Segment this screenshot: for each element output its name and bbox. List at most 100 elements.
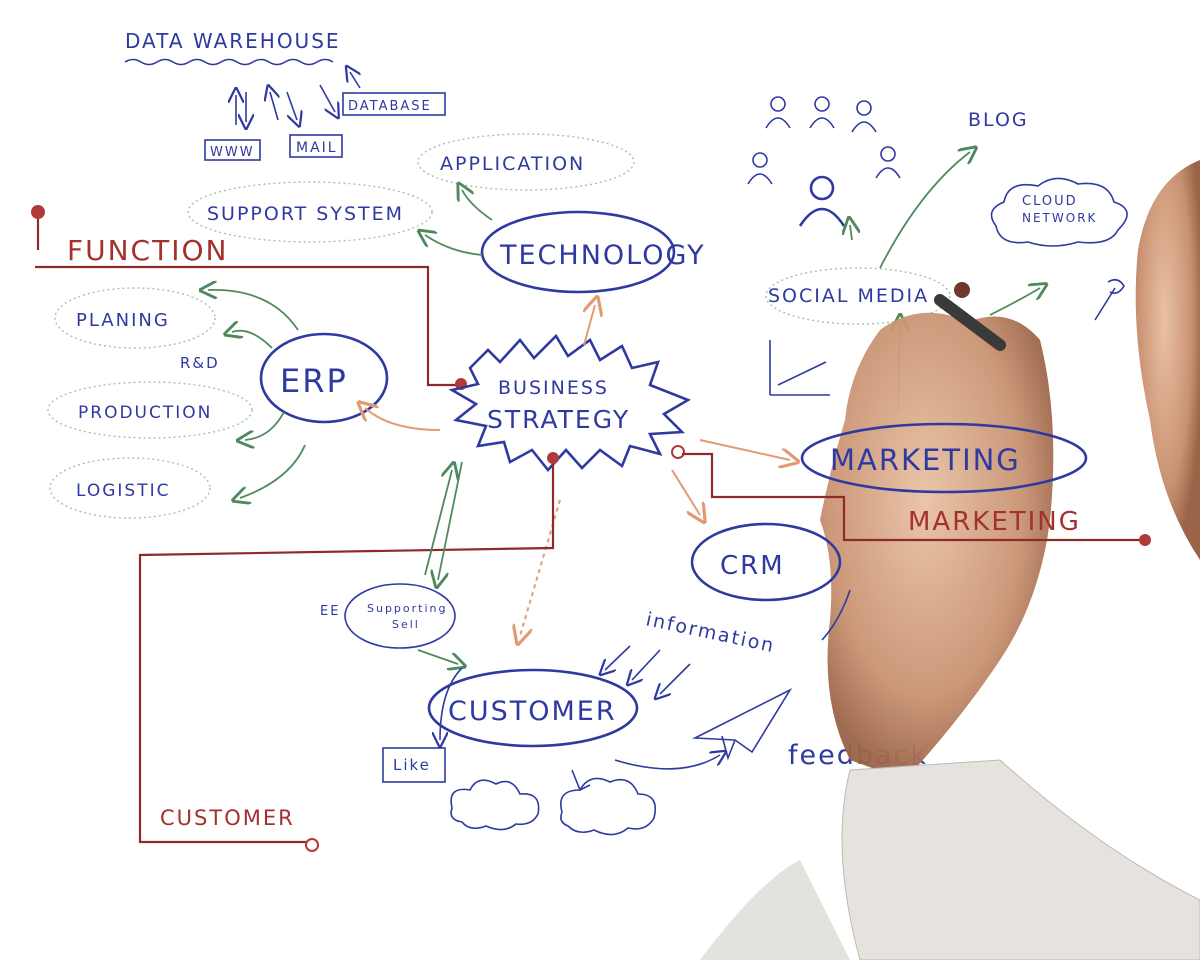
social-media-group: BLOG CLOUD NETWORK SOCIAL MEDIA: [747, 96, 1128, 413]
marketing-ellipse: [800, 422, 1088, 494]
support-system-label: SUPPORT SYSTEM: [207, 203, 404, 225]
support-system-bubble: [187, 181, 433, 243]
arrow-supporting-strategy: [424, 470, 452, 576]
social-media-label: SOCIAL MEDIA: [768, 285, 929, 307]
planing-label: PLANING: [76, 310, 170, 331]
application-label: APPLICATION: [440, 153, 585, 175]
planing-bubble: [54, 287, 216, 349]
people-icons: [747, 96, 901, 227]
info-arrow-2: [632, 649, 661, 680]
arrow-to-crm: [671, 469, 700, 515]
info-arrow-3: [660, 663, 691, 694]
arrow-supporting-customer: [417, 649, 458, 664]
ee-label: EE: [320, 604, 340, 619]
arrow-to-feedback: [614, 755, 720, 770]
information-label: information: [644, 608, 777, 657]
logistic-label: LOGISTIC: [76, 481, 171, 501]
marker-tip: [954, 282, 970, 298]
arrow-to-logistic: [240, 444, 306, 498]
data-warehouse-label: DATA WAREHOUSE: [125, 29, 341, 53]
function-group: FUNCTION: [31, 205, 467, 390]
cloud-network-bubble: [990, 177, 1128, 247]
arrow-to-support: [425, 235, 483, 256]
supporting-sell-ellipse: [344, 583, 456, 649]
data-warehouse-group: DATA WAREHOUSE DATABASE WWW MAIL: [124, 29, 446, 161]
application-bubble: [417, 133, 635, 191]
head-shape: [1135, 160, 1200, 560]
small-chart-line: [777, 361, 827, 386]
marketing-red-label: MARKETING: [908, 507, 1081, 537]
marketing-group: MARKETING MARKETING CRM: [682, 422, 1151, 641]
arrow-to-production: [245, 411, 285, 440]
technology-label: TECHNOLOGY: [499, 240, 706, 271]
rd-label: R&D: [180, 354, 220, 372]
arrow-to-marketing: [699, 439, 790, 460]
arrow-to-blog: [879, 152, 970, 269]
customer-red-label: CUSTOMER: [160, 806, 295, 830]
arrow-to-application: [462, 190, 493, 221]
marketing-label: MARKETING: [830, 443, 1021, 477]
mail-box: [289, 134, 343, 158]
paper-plane-icon: [691, 688, 793, 761]
function-pin: [31, 205, 45, 219]
shirt-shadow: [700, 860, 850, 960]
like-box: [382, 747, 446, 783]
social-media-bubble: [765, 267, 951, 325]
customer-line-group: CUSTOMER: [138, 464, 555, 852]
www-label: WWW: [210, 145, 255, 160]
production-bubble: [47, 381, 253, 439]
marker-pen: [934, 294, 1006, 351]
arrow-to-planing: [208, 290, 299, 331]
info-arrow-1: [605, 645, 631, 670]
network-label: NETWORK: [1022, 211, 1097, 225]
arrow-database-up: [350, 72, 360, 89]
cloud-label: CLOUD: [1022, 194, 1078, 209]
wavy-underline: [124, 58, 334, 66]
arrow-to-people: [850, 225, 852, 241]
hand-illustration: [700, 160, 1200, 960]
business-label: BUSINESS: [498, 377, 609, 399]
strategy-right-pin: [671, 445, 685, 459]
shirt-sleeve: [841, 759, 1200, 960]
erp-ellipse: [259, 332, 389, 424]
cloud-right-icon: [560, 777, 657, 836]
erp-group: PLANING R&D PRODUCTION LOGISTIC ERP: [47, 287, 389, 519]
crm-tail-stroke: [821, 589, 851, 641]
arrow-up-2: [270, 92, 278, 121]
production-label: PRODUCTION: [78, 403, 212, 423]
technology-group: APPLICATION SUPPORT SYSTEM TECHNOLOGY: [187, 133, 706, 294]
cloud-left-icon: [450, 779, 540, 831]
like-label: Like: [393, 756, 431, 774]
crm-ellipse: [690, 522, 842, 602]
hand-shape: [820, 312, 1054, 780]
lightning-icon: [571, 769, 591, 792]
database-label: DATABASE: [348, 99, 432, 114]
database-box: [342, 92, 446, 116]
wrench-icon: [1094, 278, 1125, 321]
business-strategy-group: BUSINESS STRATEGY: [365, 305, 790, 636]
arrow-to-technology: [584, 305, 595, 346]
arrow-strategy-supporting: [438, 461, 463, 580]
customer-connector: [138, 464, 555, 844]
function-label: FUNCTION: [67, 234, 228, 267]
arrow-database-in: [319, 84, 335, 112]
arrow-to-network: [989, 288, 1040, 316]
mail-label: MAIL: [296, 140, 338, 156]
strategy-bottom-pin: [547, 452, 559, 464]
arrow-down-2: [286, 91, 297, 120]
erp-label: ERP: [280, 362, 348, 400]
customer-label: CUSTOMER: [448, 696, 617, 727]
strategy-label: STRATEGY: [487, 405, 630, 434]
marketing-red-connector: [682, 452, 1140, 542]
crm-label: CRM: [720, 551, 785, 581]
arrow-to-erp: [365, 408, 441, 431]
business-strategy-burst: [448, 333, 691, 473]
logistic-bubble: [49, 457, 211, 519]
sell-label: Sell: [392, 618, 420, 631]
customer-ellipse: [427, 668, 639, 748]
supporting-label: Supporting: [367, 602, 448, 615]
www-box: [204, 139, 261, 161]
function-connector: [35, 265, 458, 387]
customer-end-pin: [305, 838, 319, 852]
